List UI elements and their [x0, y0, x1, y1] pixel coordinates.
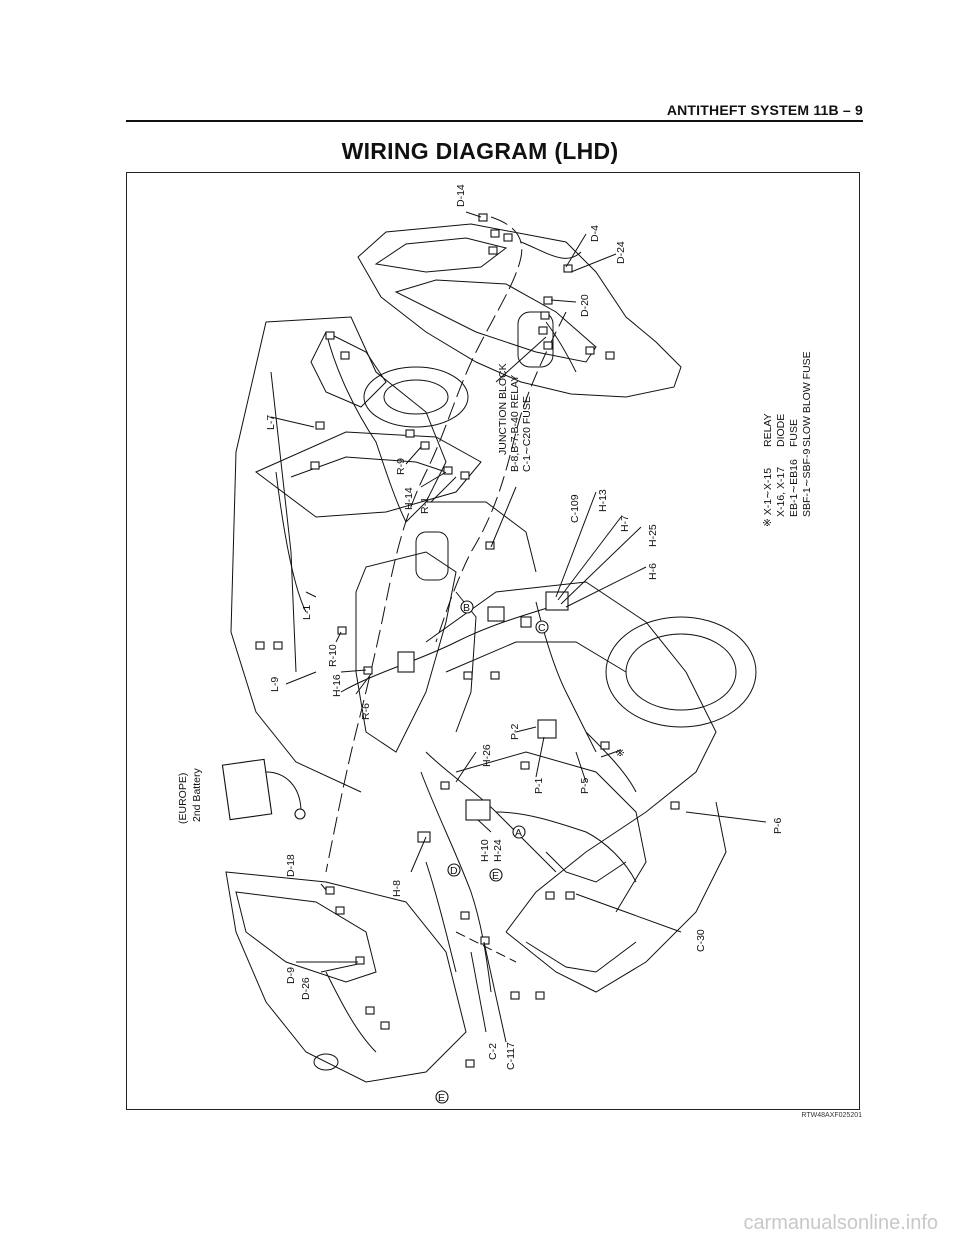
label-h16: H-16: [331, 674, 343, 697]
header-rule: [126, 120, 863, 122]
legend-value: RELAY: [762, 413, 774, 447]
label-d9: D-9: [285, 967, 297, 984]
label-d20: D-20: [579, 294, 591, 317]
legend-value: SLOW BLOW FUSE: [801, 351, 813, 447]
label-p5: P-5: [579, 778, 591, 795]
label-h25: H-25: [647, 524, 659, 547]
label-h14: H-14: [403, 487, 415, 510]
label-h26: H-26: [481, 744, 493, 767]
label-c117: C-117: [505, 1042, 517, 1070]
label-h8: H-8: [391, 880, 403, 897]
page-title: WIRING DIAGRAM (LHD): [341, 138, 619, 164]
section-header: ANTITHEFT SYSTEM 11B – 9: [666, 102, 863, 118]
label-c30: C-30: [695, 929, 707, 952]
label-d14: D-14: [455, 184, 467, 207]
ground-label: E: [438, 1092, 445, 1104]
label-l7: L-7: [265, 415, 277, 430]
label-d4: D-4: [589, 225, 601, 242]
label-c2: C-2: [487, 1043, 499, 1060]
label-battery-region: (EUROPE): [177, 773, 189, 824]
diagram-frame: [126, 172, 860, 1110]
ground-label: C: [538, 622, 546, 634]
label-p2: P-2: [509, 724, 521, 741]
page-header: ANTITHEFT SYSTEM 11B – 9: [126, 96, 863, 122]
label-c109: C-109: [569, 494, 581, 523]
second-battery-icon: [221, 758, 302, 821]
connectors: [255, 213, 680, 1068]
label-r1: R-1: [419, 497, 431, 514]
label-r9: R-9: [395, 458, 407, 475]
leader-lines: [270, 211, 767, 1043]
label-l1: L-1: [301, 605, 313, 620]
label-p6: P-6: [772, 818, 784, 835]
label-junction-relay: B-8,B-7,B-40 RELAY: [509, 375, 521, 472]
legend-key: X-16, X-17: [775, 467, 787, 517]
label-junction-fuse: C-1∼C20 FUSE: [521, 396, 533, 472]
legend-value: DIODE: [775, 414, 787, 447]
label-p1: P-1: [533, 778, 545, 795]
label-d24: D-24: [615, 241, 627, 264]
legend-key: ※ X-1∼X-15: [762, 468, 774, 527]
ground-label: D: [450, 865, 458, 877]
image-code: RTW48AXF025201: [801, 1112, 862, 1119]
ground-label: B: [463, 602, 470, 614]
label-d18: D-18: [285, 854, 297, 877]
label-r6: R-6: [360, 703, 372, 720]
label-h7: H-7: [619, 515, 631, 532]
legend-key: SBF-1∼SBF-9: [801, 449, 813, 517]
wire-harness: [275, 216, 637, 1053]
label-h10: H-10: [479, 839, 491, 862]
ground-markers: B A C D E E: [294, 600, 549, 1104]
label-h24: H-24: [492, 839, 504, 862]
label-junction-block: JUNCTION BLOCK: [497, 363, 509, 455]
component-labels: D-14 D-4 D-24 D-20 JUNCTION BLOCK B-8,B-…: [177, 184, 784, 1070]
vehicle-outline: [225, 223, 757, 1083]
label-h6: H-6: [647, 563, 659, 580]
label-d26: D-26: [300, 977, 312, 1000]
label-l9: L-9: [269, 677, 281, 692]
label-r10: R-10: [327, 644, 339, 667]
legend-value: FUSE: [788, 419, 800, 447]
ground-label: A: [515, 827, 522, 839]
legend-key: EB-1∼EB16: [788, 459, 800, 517]
label-battery: 2nd Battery: [191, 768, 203, 822]
label-relay-mark: ※: [615, 748, 627, 757]
wiring-diagram: B A C D E E: [177, 184, 813, 1104]
ground-label: E: [492, 870, 499, 882]
label-h13: H-13: [597, 489, 609, 512]
legend: ※ X-1∼X-15 RELAY X-16, X-17 DIODE EB-1∼E…: [762, 351, 813, 527]
footer-watermark: carmanualsonline.info: [743, 1212, 938, 1234]
